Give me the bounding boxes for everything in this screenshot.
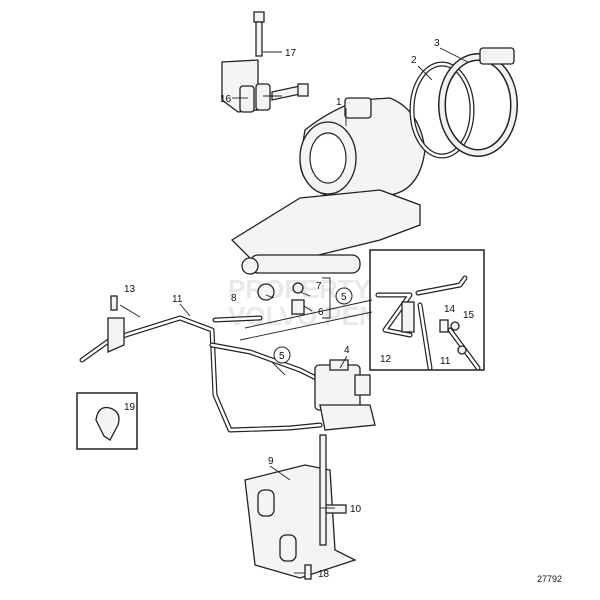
callout-7: 7 <box>316 281 322 292</box>
callout-5: 5 <box>279 351 285 362</box>
callout-15: 15 <box>463 310 475 321</box>
clip-14 <box>439 319 449 333</box>
detail-inset-19 <box>76 392 138 450</box>
pipe-clip-13 <box>107 317 125 353</box>
bolt-18 <box>304 564 312 580</box>
callout-11: 11 <box>440 356 451 367</box>
detail-inset <box>369 249 485 371</box>
callout-16: 16 <box>220 94 232 105</box>
valve-actuator-arm <box>230 189 421 275</box>
drawing-number: 27792 <box>537 574 562 584</box>
callout-11: 11 <box>172 294 183 305</box>
callout-18: 18 <box>318 569 330 580</box>
callout-12: 12 <box>380 354 392 365</box>
clip-12 <box>401 301 415 333</box>
mounting-bracket-9 <box>244 434 357 579</box>
callout-14: 14 <box>444 304 456 315</box>
callout-13: 13 <box>124 284 136 295</box>
leader-lines <box>119 47 469 574</box>
callout-17: 17 <box>285 48 297 59</box>
callout-6: 6 <box>318 307 324 318</box>
nut-8 <box>257 283 275 301</box>
callout-5: 5 <box>341 292 347 303</box>
solenoid-valve-4 <box>314 359 376 431</box>
callout-9: 9 <box>268 456 274 467</box>
bolt-13 <box>110 295 118 311</box>
callout-19: 19 <box>124 402 136 413</box>
callout-2: 2 <box>411 55 417 66</box>
callout-3: 3 <box>434 38 440 49</box>
callout-4: 4 <box>344 345 350 356</box>
callout-10: 10 <box>350 504 362 515</box>
exhaust-valve-1 <box>299 97 426 201</box>
callout-8: 8 <box>231 293 237 304</box>
bracket-assembly-16 <box>221 11 309 113</box>
callout-labels: 1 2 3 4 5 5 6 7 8 9 10 11 11 12 13 14 15… <box>124 38 562 584</box>
callout-1: 1 <box>336 97 342 108</box>
nut-6 <box>291 299 305 315</box>
washer-7 <box>292 282 304 294</box>
v-clamp-3 <box>438 47 518 157</box>
gasket-ring-2 <box>409 61 475 159</box>
